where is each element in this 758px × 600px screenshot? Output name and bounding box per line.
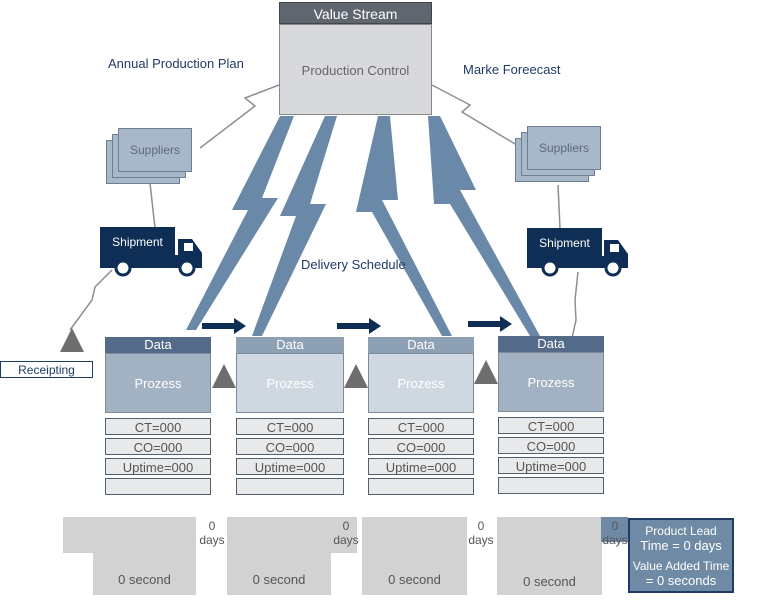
- process-data-header: Data: [105, 337, 211, 353]
- timeline-days-3: 0 days: [466, 519, 496, 547]
- timeline-seconds-4: 0 second: [523, 574, 576, 589]
- process-box-4: Data Prozess CT=000 CO=000 Uptime=000: [498, 336, 604, 494]
- truck-right-graphic: [527, 240, 628, 277]
- days-unit: days: [199, 533, 225, 547]
- days-unit: days: [333, 533, 359, 547]
- bolt-3: [356, 116, 452, 336]
- truck-process-right: [571, 271, 579, 339]
- process-ct: CT=000: [368, 418, 474, 435]
- process-extra: [105, 478, 211, 495]
- lead-time-value: Time = 0 days: [640, 538, 722, 553]
- supplier-right-label: Suppliers: [527, 126, 601, 170]
- days-value: 0: [477, 519, 485, 533]
- process-co: CO=000: [105, 438, 211, 455]
- supplier-left-label: Suppliers: [118, 128, 192, 172]
- process-data-header: Data: [368, 337, 474, 353]
- process-title: Prozess: [498, 352, 604, 412]
- process-box-1: Data Prozess CT=000 CO=000 Uptime=000: [105, 337, 211, 495]
- process-uptime: Uptime=000: [236, 458, 344, 475]
- value-added-value: = 0 seconds: [645, 573, 717, 588]
- annual-plan-label: Annual Production Plan: [108, 56, 244, 71]
- supplier-truck-right: [557, 184, 561, 229]
- push-arrow-3: [468, 316, 512, 332]
- days-value: 0: [611, 519, 619, 533]
- process-ct: CT=000: [236, 418, 344, 435]
- process-data-header: Data: [498, 336, 604, 352]
- timeline-seconds-3: 0 second: [388, 572, 441, 587]
- lead-time-summary: Product Lead Time = 0 days Value Added T…: [628, 518, 734, 593]
- inventory-triangle-2: [344, 364, 368, 388]
- shipment-right-label: Shipment: [527, 228, 602, 258]
- timeline-seconds-2: 0 second: [252, 572, 306, 587]
- days-unit: days: [602, 533, 628, 547]
- inventory-triangle-receipt: [60, 328, 84, 352]
- truck-receipt-left: [69, 269, 113, 331]
- truck-left-graphic: [100, 239, 202, 277]
- timeline-days-4: 0 days: [600, 519, 630, 547]
- process-uptime: Uptime=000: [498, 457, 604, 474]
- lead-time-label: Product Lead: [645, 524, 717, 538]
- push-arrow-1: [202, 318, 246, 334]
- receipting-box: Receipting: [0, 361, 93, 378]
- process-extra: [236, 478, 344, 495]
- inventory-triangle-1: [212, 364, 236, 388]
- process-title: Prozess: [236, 353, 344, 413]
- process-title: Prozess: [105, 353, 211, 413]
- supplier-truck-left: [149, 182, 156, 229]
- process-uptime: Uptime=000: [105, 458, 211, 475]
- process-co: CO=000: [368, 438, 474, 455]
- value-added-label: Value Added Time: [632, 559, 730, 573]
- process-data-header: Data: [236, 337, 344, 353]
- process-ct: CT=000: [498, 417, 604, 434]
- days-value: 0: [208, 519, 216, 533]
- forecast-label: Marke Foreecast: [463, 62, 561, 77]
- days-unit: days: [468, 533, 494, 547]
- days-value: 0: [342, 519, 350, 533]
- process-box-3: Data Prozess CT=000 CO=000 Uptime=000: [368, 337, 474, 495]
- process-co: CO=000: [236, 438, 344, 455]
- timeline-days-2: 0 days: [331, 519, 361, 547]
- process-extra: [368, 478, 474, 495]
- bolt-1: [186, 116, 294, 330]
- info-line-left: [199, 84, 280, 149]
- production-control-box: Production Control: [279, 24, 432, 115]
- timeline-days-1: 0 days: [198, 519, 226, 547]
- bolt-4: [428, 116, 540, 336]
- shipment-left-label: Shipment: [100, 227, 175, 257]
- timeline-accent: [601, 517, 628, 542]
- process-title: Prozess: [368, 353, 474, 413]
- bolt-2: [252, 116, 337, 336]
- timeline-ladder: [63, 517, 602, 595]
- info-line-right: [431, 84, 526, 151]
- process-box-2: Data Prozess CT=000 CO=000 Uptime=000: [236, 337, 344, 495]
- process-uptime: Uptime=000: [368, 458, 474, 475]
- process-co: CO=000: [498, 437, 604, 454]
- delivery-schedule-label: Delivery Schedule: [301, 257, 406, 272]
- process-extra: [498, 477, 604, 494]
- timeline-seconds-1: 0 second: [118, 572, 171, 587]
- value-stream-header: Value Stream: [279, 2, 432, 24]
- process-ct: CT=000: [105, 418, 211, 435]
- push-arrow-2: [337, 318, 381, 334]
- inventory-triangle-3: [474, 360, 498, 384]
